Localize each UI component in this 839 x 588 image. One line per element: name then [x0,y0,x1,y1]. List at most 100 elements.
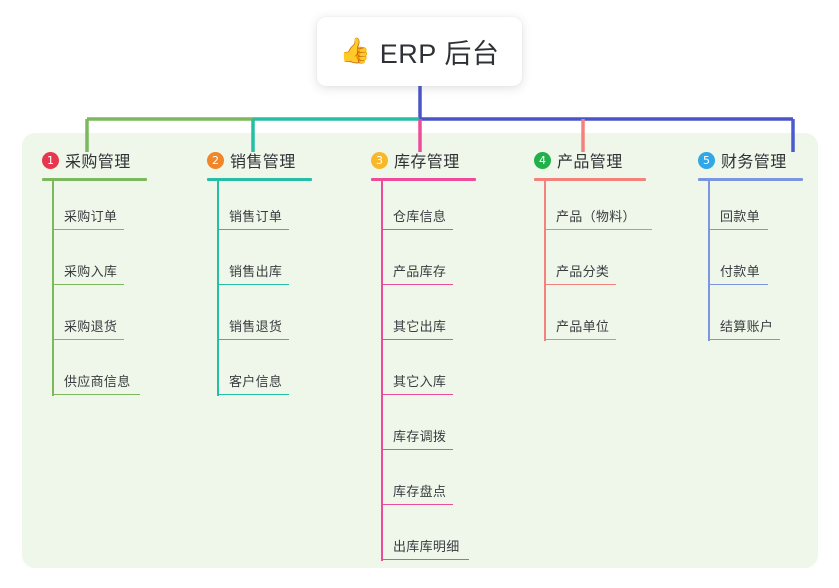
module-item-rule [381,448,453,450]
root-node-content: 👍 ERP 后台 [340,32,500,71]
module-header-rule-3 [371,178,476,181]
module-item[interactable]: 产品单位 [534,291,694,346]
module-item-label: 仓库信息 [393,209,447,224]
module-item-rule [52,283,124,285]
module-item-label: 产品库存 [393,264,447,279]
module-item-rule [52,228,124,230]
module-item-label: 采购入库 [64,264,118,279]
module-item-rule [708,338,780,340]
module-badge-3: 3 [371,151,388,169]
module-item-list-1: 采购订单采购入库采购退货供应商信息 [42,181,192,401]
module-badge-2: 2 [207,151,224,169]
module-item[interactable]: 产品库存 [371,236,521,291]
module-badge-5: 5 [698,151,715,169]
module-item-label: 产品（物料） [556,209,636,224]
module-item-label: 销售退货 [229,319,283,334]
module-item-rule [52,393,140,395]
module-item[interactable]: 销售订单 [207,181,357,236]
module-header-4[interactable]: 4 产品管理 [534,148,694,172]
module-item[interactable]: 销售退货 [207,291,357,346]
module-item-rule [381,558,469,560]
module-item-list-2: 销售订单销售出库销售退货客户信息 [207,181,357,401]
module-item-label: 出库库明细 [393,539,460,554]
module-item-rule [381,338,453,340]
module-item-rule [708,283,768,285]
module-spine-2 [217,181,219,396]
module-item[interactable]: 销售出库 [207,236,357,291]
module-column-1: 1 采购管理采购订单采购入库采购退货供应商信息 [42,148,192,401]
module-item[interactable]: 供应商信息 [42,346,192,401]
module-badge-4: 4 [534,151,551,169]
module-title-5: 财务管理 [721,154,787,171]
module-item-rule [381,503,453,505]
module-item[interactable]: 库存调拨 [371,401,521,456]
module-item-rule [544,338,616,340]
module-item-label: 回款单 [720,209,760,224]
module-item-label: 其它出库 [393,319,447,334]
module-item[interactable]: 库存盘点 [371,456,521,511]
module-spine-4 [544,181,546,341]
module-item[interactable]: 采购退货 [42,291,192,346]
module-spine-5 [708,181,710,341]
module-item-rule [381,393,453,395]
module-header-5[interactable]: 5 财务管理 [698,148,838,172]
module-item-rule [381,283,453,285]
module-spine-3 [381,181,383,561]
module-item[interactable]: 其它出库 [371,291,521,346]
module-item-list-3: 仓库信息产品库存其它出库其它入库库存调拨库存盘点出库库明细 [371,181,521,566]
module-item[interactable]: 付款单 [698,236,838,291]
module-header-rule-1 [42,178,147,181]
module-item-label: 供应商信息 [64,374,131,389]
module-item[interactable]: 产品（物料） [534,181,694,236]
module-item-label: 产品单位 [556,319,610,334]
thumbs-up-icon: 👍 [339,37,371,65]
module-item-label: 付款单 [720,264,760,279]
root-node-title: ERP 后台 [379,39,500,69]
module-item-label: 销售出库 [229,264,283,279]
module-title-4: 产品管理 [557,154,623,171]
module-item[interactable]: 产品分类 [534,236,694,291]
module-item[interactable]: 采购入库 [42,236,192,291]
module-item-label: 库存盘点 [393,484,447,499]
module-item-rule [217,228,289,230]
module-title-1: 采购管理 [65,154,131,171]
module-header-1[interactable]: 1 采购管理 [42,148,192,172]
module-spine-1 [52,181,54,396]
module-item-label: 采购订单 [64,209,118,224]
module-item-label: 销售订单 [229,209,283,224]
module-item-rule [544,228,652,230]
modules-panel [22,133,818,568]
module-item-label: 结算账户 [720,319,774,334]
module-item-label: 产品分类 [556,264,610,279]
module-item-label: 库存调拨 [393,429,447,444]
module-item-list-4: 产品（物料） 产品分类产品单位 [534,181,694,346]
module-item[interactable]: 回款单 [698,181,838,236]
module-item-rule [544,283,616,285]
module-column-4: 4 产品管理产品（物料） 产品分类产品单位 [534,148,694,346]
module-column-3: 3 库存管理仓库信息产品库存其它出库其它入库库存调拨库存盘点出库库明细 [371,148,521,566]
module-item-rule [217,338,289,340]
module-header-3[interactable]: 3 库存管理 [371,148,521,172]
root-node-erp-backend[interactable]: 👍 ERP 后台 [317,17,522,86]
module-item[interactable]: 出库库明细 [371,511,521,566]
module-item-rule [381,228,453,230]
module-item-list-5: 回款单付款单结算账户 [698,181,838,346]
module-badge-1: 1 [42,151,59,169]
module-item-rule [217,393,289,395]
module-header-rule-4 [534,178,646,181]
module-item-label: 客户信息 [229,374,283,389]
module-header-rule-5 [698,178,803,181]
module-item[interactable]: 结算账户 [698,291,838,346]
module-column-5: 5 财务管理回款单付款单结算账户 [698,148,838,346]
module-header-rule-2 [207,178,312,181]
module-item[interactable]: 采购订单 [42,181,192,236]
module-item[interactable]: 其它入库 [371,346,521,401]
module-item-rule [52,338,124,340]
module-item-rule [217,283,289,285]
module-item[interactable]: 仓库信息 [371,181,521,236]
module-title-3: 库存管理 [394,154,460,171]
module-item[interactable]: 客户信息 [207,346,357,401]
